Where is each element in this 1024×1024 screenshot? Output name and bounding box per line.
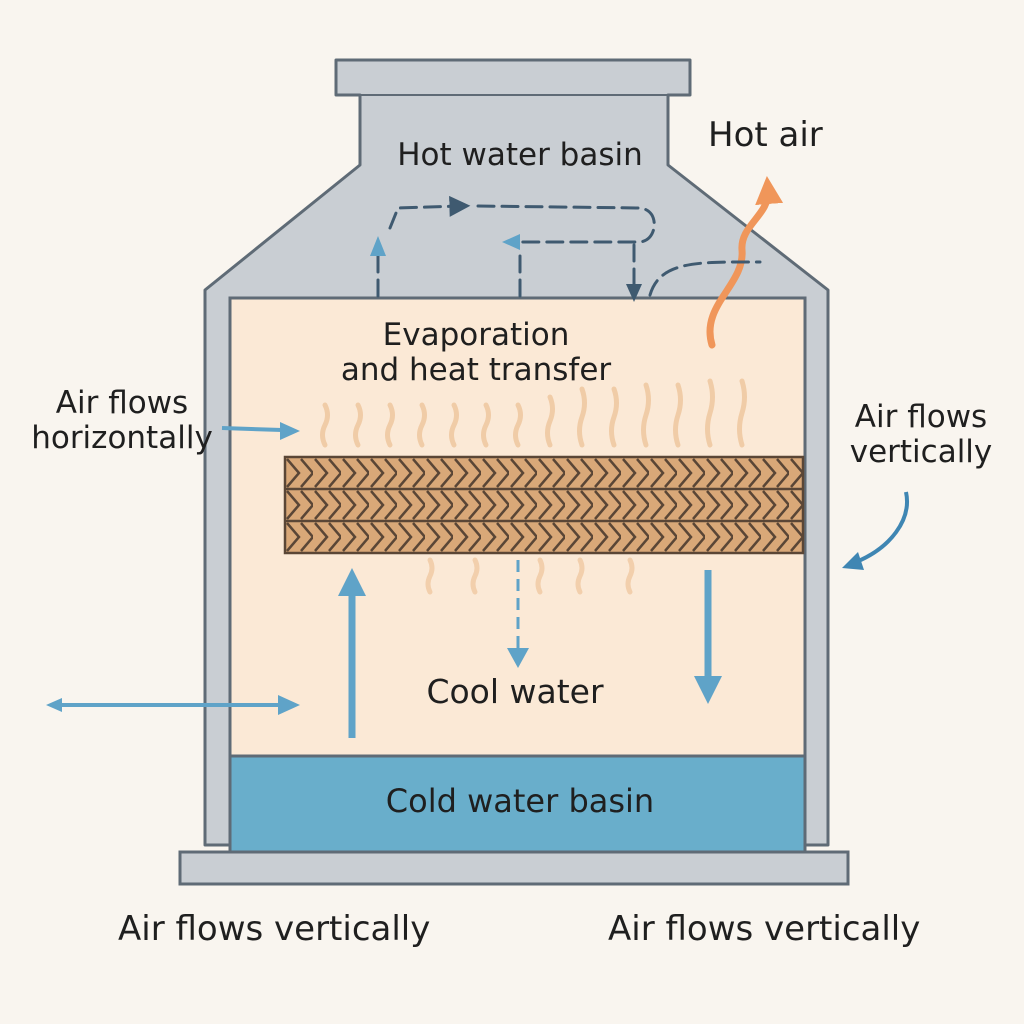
base-plate — [178, 850, 850, 886]
air-right-line1: Air flows — [854, 399, 988, 435]
evaporation-label-line1: Evaporation — [382, 317, 570, 353]
air-left-line2: horizontally — [31, 419, 213, 456]
bottom-left-label: Air flows vertically — [118, 909, 431, 949]
evaporation-label-line2: and heat transfer — [340, 351, 612, 388]
hot-air-arrow — [706, 176, 784, 349]
bottom-right-label: Air flows vertically — [608, 909, 921, 949]
air-flows-horizontally-label: Air flows horizontally — [24, 386, 220, 455]
steam-wisps-lower — [425, 557, 635, 595]
cold-water-basin-label: Cold water basin — [385, 782, 655, 820]
air-arrow-horizontal-upper — [221, 426, 283, 432]
water-path-arrow-left — [502, 234, 520, 250]
air-arrow-curved-right — [855, 491, 909, 564]
hot-water-basin-label: Hot water basin — [397, 137, 643, 173]
air-left-line1: Air flows — [55, 385, 189, 421]
evaporation-label: Evaporation and heat transfer — [286, 318, 666, 387]
steam-wisps — [320, 378, 747, 448]
air-flows-vertically-right-label: Air flows vertically — [836, 400, 1006, 469]
water-path-arrow-up-left — [370, 236, 386, 256]
cool-water-label: Cool water — [426, 672, 604, 711]
air-right-line2: vertically — [849, 433, 993, 470]
fill-media — [283, 455, 805, 555]
water-path-arrow-down — [626, 284, 642, 302]
cold-water-basin-shape — [228, 754, 807, 854]
hot-air-label: Hot air — [708, 115, 823, 155]
